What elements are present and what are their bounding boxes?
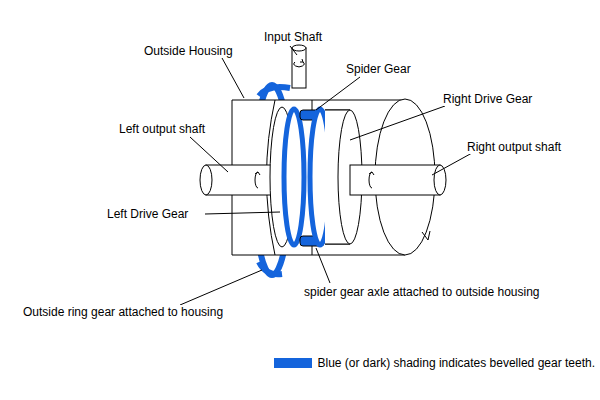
part-label: Left output shaft — [118, 122, 206, 136]
left-drive-gear — [270, 107, 304, 247]
part-label: Left Drive Gear — [106, 207, 189, 221]
part-label: Spider Gear — [345, 62, 412, 76]
part-label: spider gear axle attached to outside hou… — [303, 285, 541, 299]
part-label: Input Shaft — [263, 30, 323, 44]
left-output-shaft — [200, 165, 276, 195]
part-label: Right output shaft — [466, 140, 562, 154]
right-output-shaft — [350, 165, 446, 195]
part-label: Outside Housing — [143, 44, 234, 58]
part-label: Outside ring gear attached to housing — [22, 305, 224, 319]
legend-text: Blue (or dark) shading indicates bevelle… — [317, 356, 597, 370]
leader-lines — [180, 46, 472, 305]
legend-swatch — [274, 358, 312, 368]
part-label: Right Drive Gear — [442, 92, 533, 106]
